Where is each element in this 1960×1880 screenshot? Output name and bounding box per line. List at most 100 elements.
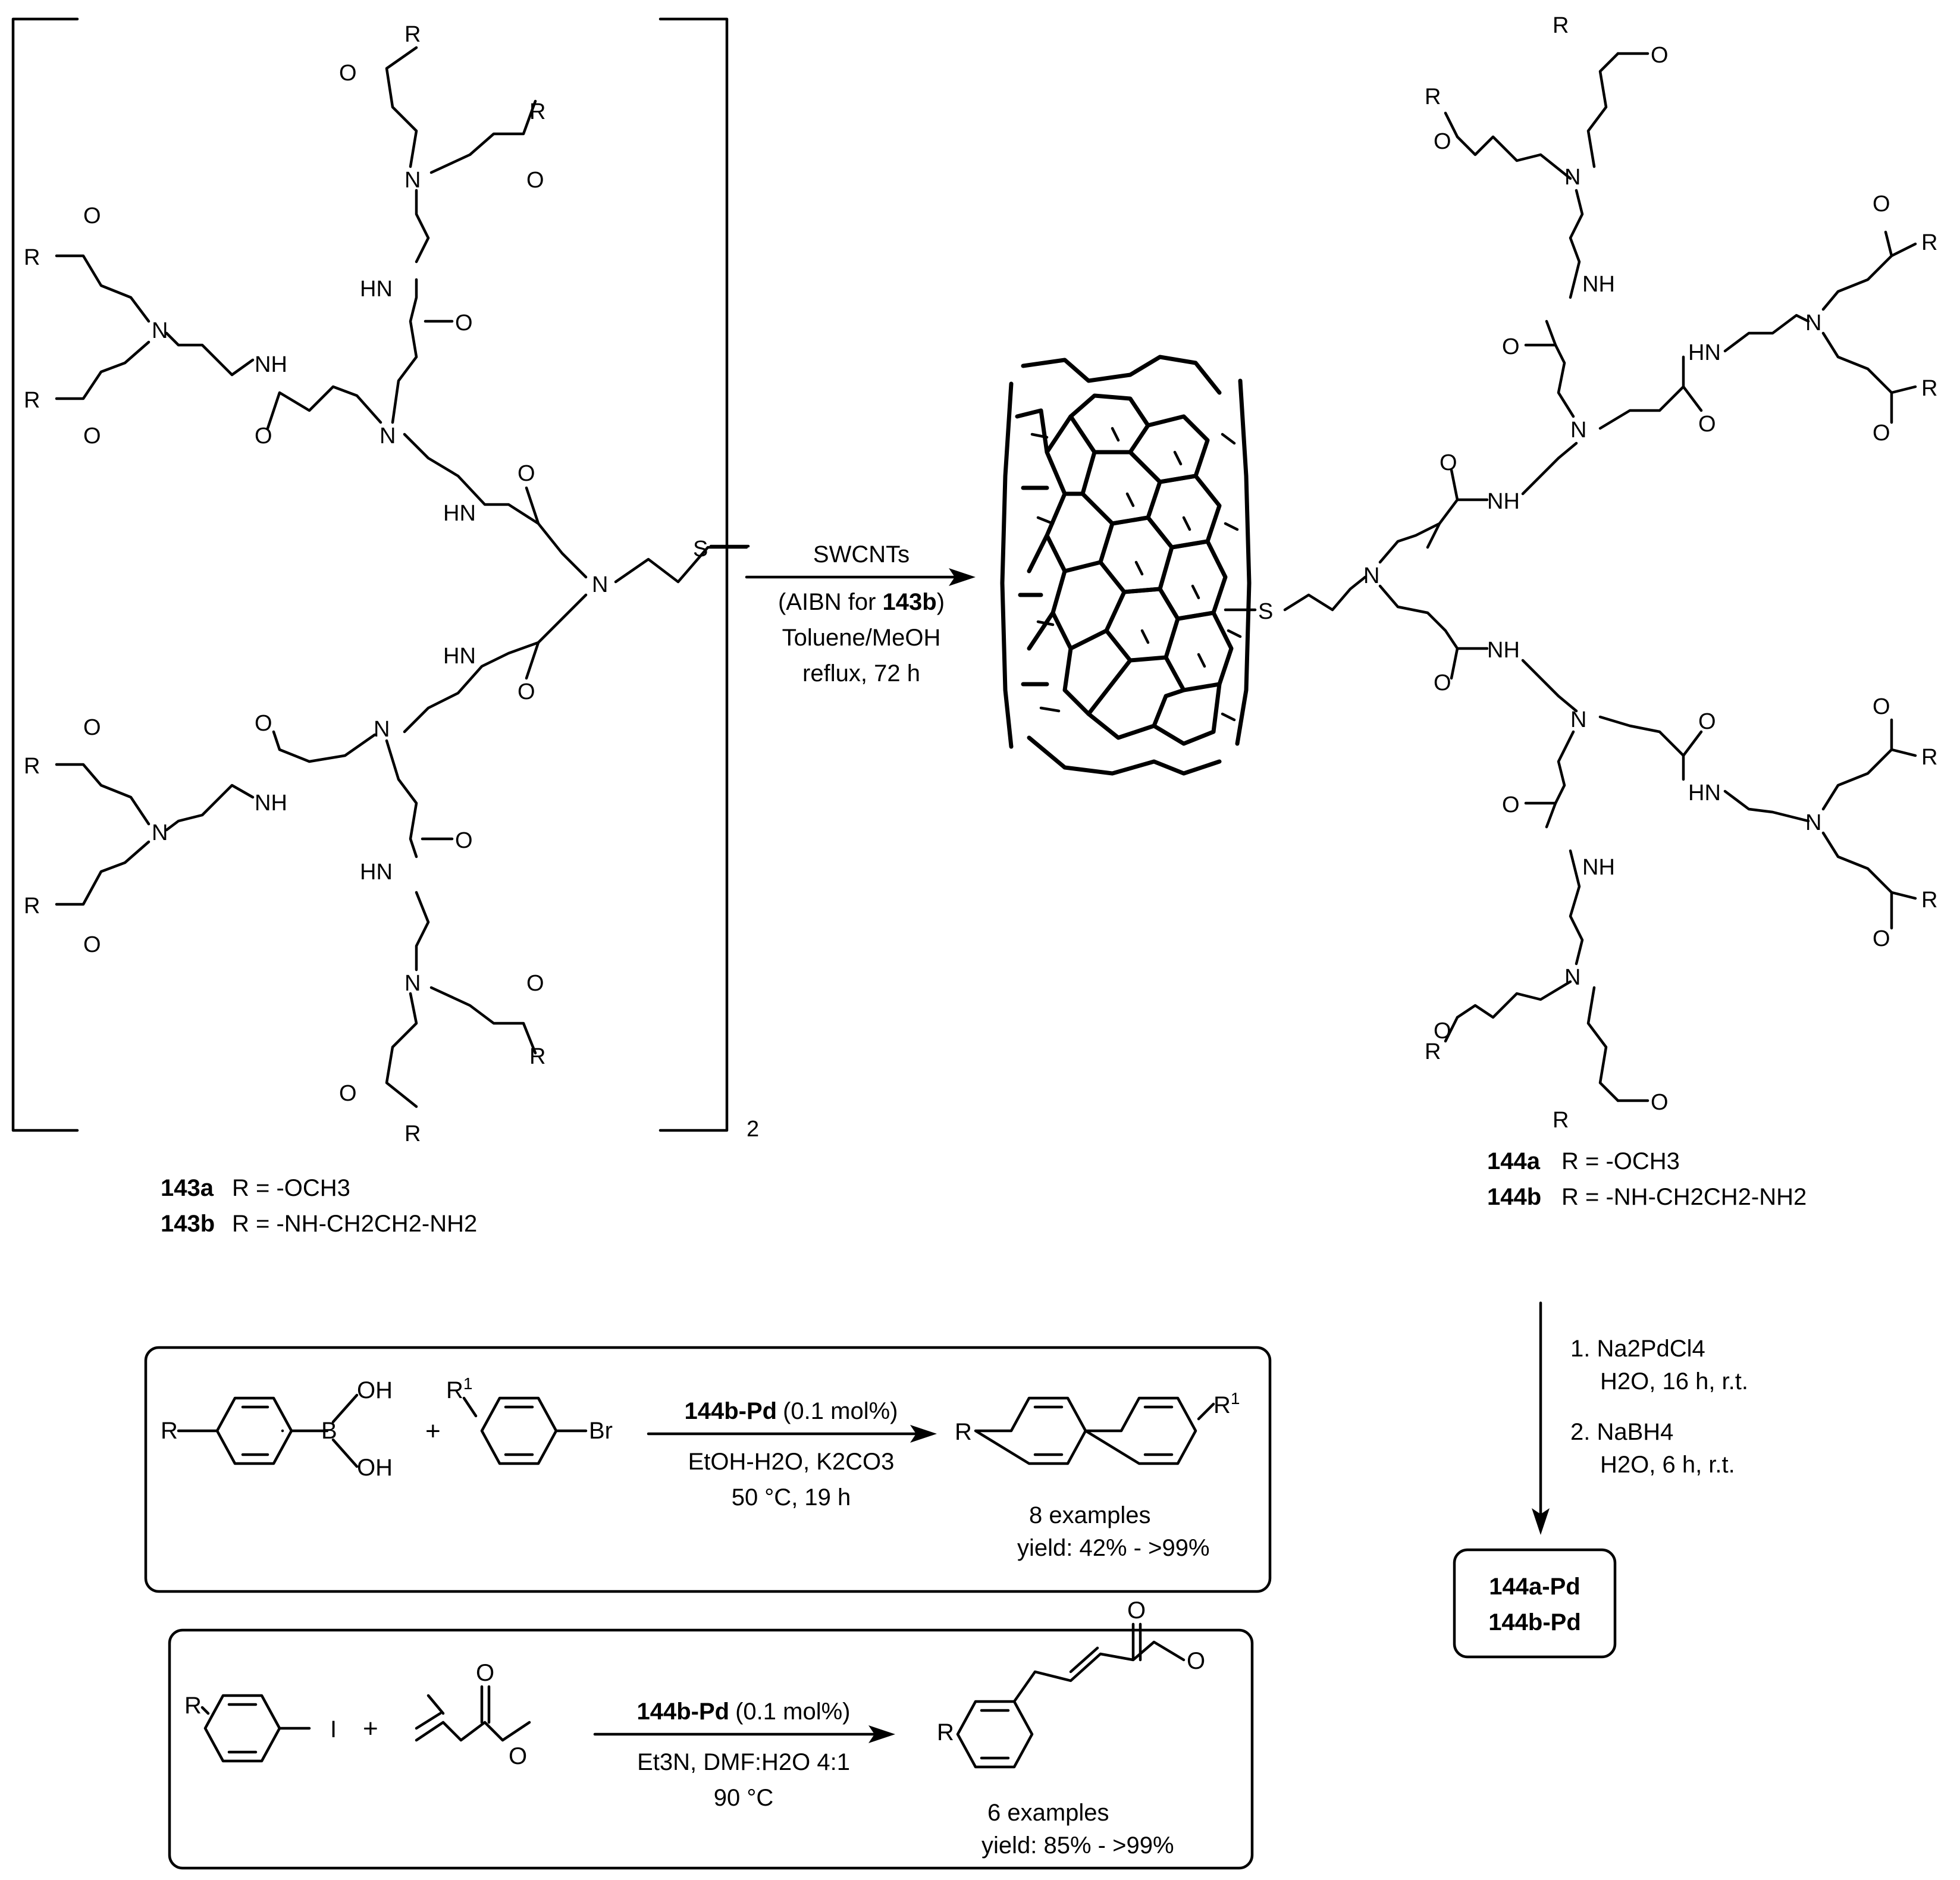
acrylate-o-carbonyl: O (476, 1660, 494, 1686)
bottom-left-co (1444, 1016, 1459, 1043)
hn-lower-core: HN (443, 644, 476, 669)
o-lower-core-144: O (1434, 670, 1451, 695)
boronic-acid-ring (177, 1393, 359, 1468)
pd-loading-step: 1. Na2PdCl4 H2O, 16 h, r.t. 2. NaBH4 H2O… (1453, 1301, 1748, 1659)
lower-right-branch-144 (1598, 715, 1685, 781)
suzuki-catalyst: 144b-Pd(0.1 mol%) (685, 1398, 898, 1424)
dendron-144-legend: 144a R = -OCH3 144b R = -NH-CH2CH2-NH2 (1487, 1148, 1807, 1210)
hex-left-lower (1027, 569, 1133, 716)
upper-right-branch-144 (1598, 355, 1685, 430)
pd-product-a: 144a-Pd (1489, 1574, 1580, 1600)
hex-7 (1104, 587, 1180, 663)
r-bottom-1: R (404, 1121, 421, 1146)
o-upper-core: O (518, 461, 535, 486)
n-core-144: N (1363, 563, 1379, 588)
cinnamate-r: R (937, 1719, 954, 1746)
acrylate-o-ester: O (509, 1743, 527, 1769)
n-atom-upper: N (380, 424, 396, 449)
label-143b-id: 143b (161, 1211, 215, 1237)
ul-arm-2 (55, 340, 150, 400)
o-lower-right-144: O (1698, 709, 1716, 734)
c-o-upper (525, 486, 540, 525)
n-lower-144: N (1570, 707, 1586, 732)
tube-bottom-rim (1027, 735, 1222, 776)
n-atom-top: N (404, 168, 421, 193)
upper-core-arm (403, 433, 588, 579)
suzuki-coupling-panel: R B OH OH + R1 Br 144b-Pd(0.1 mol%) EtOH… (144, 1346, 1272, 1593)
oh-1: OH (357, 1377, 393, 1403)
lr-arm-1 (1821, 718, 1893, 811)
lr-linker (1723, 789, 1810, 823)
bracket-multiplier: 2 (747, 1117, 759, 1142)
hn-upper-core: HN (443, 501, 476, 526)
hex-bottom (1086, 682, 1222, 746)
reagent-swcnts: SWCNTs (813, 541, 910, 568)
suzuki-conditions-1: EtOH-H2O, K2CO3 (688, 1449, 895, 1475)
o-upper-right-144: O (1698, 412, 1716, 437)
hex-8 (1164, 610, 1234, 693)
o-bottom-2: O (526, 971, 544, 996)
o-upper-left: O (255, 424, 272, 449)
dendron-143-atoms: S N HN O HN O N NH O HN O N O R O R N O … (24, 22, 759, 1146)
c-o-lower (525, 641, 540, 680)
o-bottom-1: O (339, 1081, 357, 1106)
label-144b-id: 144b (1487, 1184, 1541, 1210)
s-atom: S (693, 537, 708, 562)
o-upper-core-144: O (1440, 450, 1457, 475)
nh-upper-left: NH (255, 352, 287, 377)
r-bottom-right-144: R (1553, 1108, 1569, 1133)
o-ll-1: O (83, 715, 101, 740)
plus-suzuki: + (425, 1417, 441, 1446)
label-144b-text: R = -NH-CH2CH2-NH2 (1561, 1184, 1807, 1210)
n-atom-lower: N (374, 717, 390, 742)
r-top-left-144: R (1425, 84, 1441, 109)
upper-right-branch (391, 278, 418, 424)
cinnamate-o-ester: O (1187, 1648, 1205, 1674)
top-left-co (1444, 111, 1459, 139)
pd-step2-cond: H2O, 6 h, r.t. (1600, 1452, 1735, 1478)
upper-left-branch (266, 385, 382, 430)
o-ur-1: O (1873, 192, 1890, 217)
cinnamate-o-carbonyl: O (1127, 1597, 1146, 1624)
pd-arrow-head (1532, 1508, 1550, 1535)
core-lower-arm (1378, 584, 1459, 680)
n-bottom-144: N (1564, 965, 1580, 990)
heck-conditions-1: Et3N, DMF:H2O 4:1 (637, 1749, 850, 1775)
label-143b-text: R = -NH-CH2CH2-NH2 (232, 1211, 477, 1237)
o-top-left-144: O (1434, 129, 1451, 154)
dendron-144-structure (1224, 52, 1917, 1102)
o-ul-2: O (83, 424, 101, 449)
n-atom-ul: N (152, 318, 168, 343)
suzuki-examples: 8 examples (1029, 1502, 1151, 1528)
biphenyl-r: R (955, 1419, 972, 1445)
hex-inner-marks-center (1111, 427, 1206, 668)
bottom-linker (415, 891, 430, 972)
top-arm-2 (429, 99, 537, 174)
o-top-1: O (339, 61, 357, 86)
n-atom-ll: N (152, 820, 168, 845)
cinnamate-structure (956, 1622, 1186, 1769)
top-left-arm-144 (1456, 135, 1572, 180)
n-atom-bottom: N (404, 971, 421, 996)
n-ur-144: N (1805, 311, 1821, 336)
suzuki-conditions-2: 50 °C, 19 h (732, 1484, 851, 1511)
r-ll-1: R (24, 754, 40, 779)
lower-linker (1521, 659, 1578, 713)
o-lower-core: O (518, 679, 535, 704)
br-atom: Br (589, 1418, 613, 1444)
arrow-head (949, 568, 976, 586)
ul-arm-1 (55, 254, 150, 323)
lr-arm-2-r (1890, 891, 1917, 900)
lr-arm-1-r (1890, 748, 1917, 757)
lower-right-co-144 (1682, 730, 1703, 757)
r-ul-2: R (24, 388, 40, 413)
bottom-arm-2 (429, 986, 537, 1055)
biphenyl-r1: R1 (1213, 1389, 1240, 1418)
ur-arm-1-r (1890, 242, 1917, 258)
heck-yield: yield: 85% - >99% (981, 1832, 1174, 1859)
o-lr-1: O (1873, 694, 1890, 719)
o-bottom-right-144: O (1651, 1090, 1669, 1115)
hex-1 (1068, 393, 1150, 455)
r-top-2: R (529, 99, 545, 124)
o-bottom-left-144: O (1434, 1019, 1451, 1044)
